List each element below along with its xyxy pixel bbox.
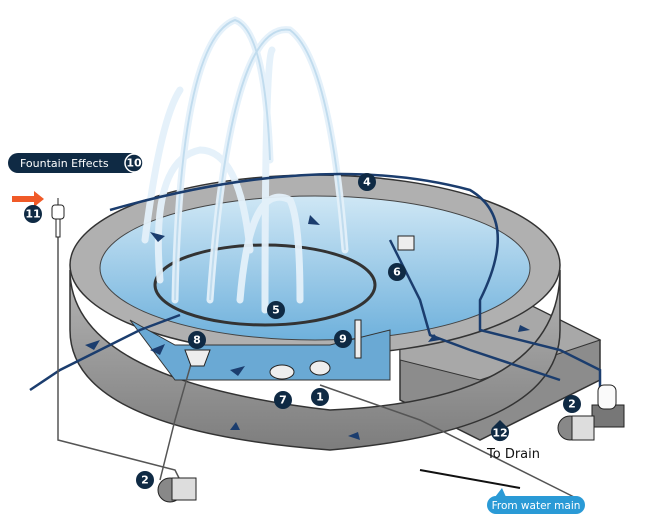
svg-text:2: 2 — [568, 398, 576, 411]
to-drain-label: To Drain — [486, 447, 540, 462]
light-6 — [397, 235, 415, 251]
wind-sensor-icon — [51, 198, 65, 238]
badge-11: 11 — [24, 205, 42, 223]
badges: 10 11 4 6 5 8 9 7 1 2 2 12 — [24, 153, 581, 489]
badge-10: 10 — [124, 153, 144, 173]
from-water-main-callout: From water main — [487, 488, 585, 514]
svg-text:7: 7 — [279, 394, 287, 407]
badge-8: 8 — [188, 331, 206, 349]
svg-text:9: 9 — [339, 333, 347, 346]
basin-outer-wall — [69, 269, 561, 451]
badge-4: 4 — [358, 173, 376, 191]
pump-left — [157, 477, 197, 503]
badge-12: 12 — [490, 420, 509, 442]
badge-2-right: 2 — [563, 395, 581, 413]
pump-right — [557, 384, 625, 441]
svg-text:5: 5 — [272, 304, 280, 317]
nozzle-8 — [184, 349, 211, 367]
level-sensor-9 — [354, 319, 362, 359]
badge-5: 5 — [267, 301, 285, 319]
from-water-main-text: From water main — [492, 500, 581, 512]
svg-text:4: 4 — [363, 176, 371, 189]
badge-7: 7 — [274, 391, 292, 409]
nozzle-1 — [309, 360, 331, 376]
badge-1: 1 — [311, 388, 329, 406]
fountain-effects-label: Fountain Effects — [8, 153, 140, 173]
basin-water — [99, 195, 531, 341]
svg-text:11: 11 — [25, 208, 40, 221]
badge-9: 9 — [334, 330, 352, 348]
svg-text:1: 1 — [316, 391, 324, 404]
badge-6: 6 — [388, 263, 406, 281]
badge-2-left: 2 — [136, 471, 154, 489]
svg-text:6: 6 — [393, 266, 401, 279]
svg-text:8: 8 — [193, 334, 201, 347]
nozzle-7 — [269, 364, 295, 380]
wind-direction-arrow — [12, 191, 44, 207]
flow-arrows — [85, 215, 530, 440]
svg-text:2: 2 — [141, 474, 149, 487]
fountain-effects-text: Fountain Effects — [20, 157, 109, 170]
svg-text:12: 12 — [492, 427, 507, 440]
svg-text:10: 10 — [126, 157, 142, 170]
pipes — [29, 172, 602, 395]
